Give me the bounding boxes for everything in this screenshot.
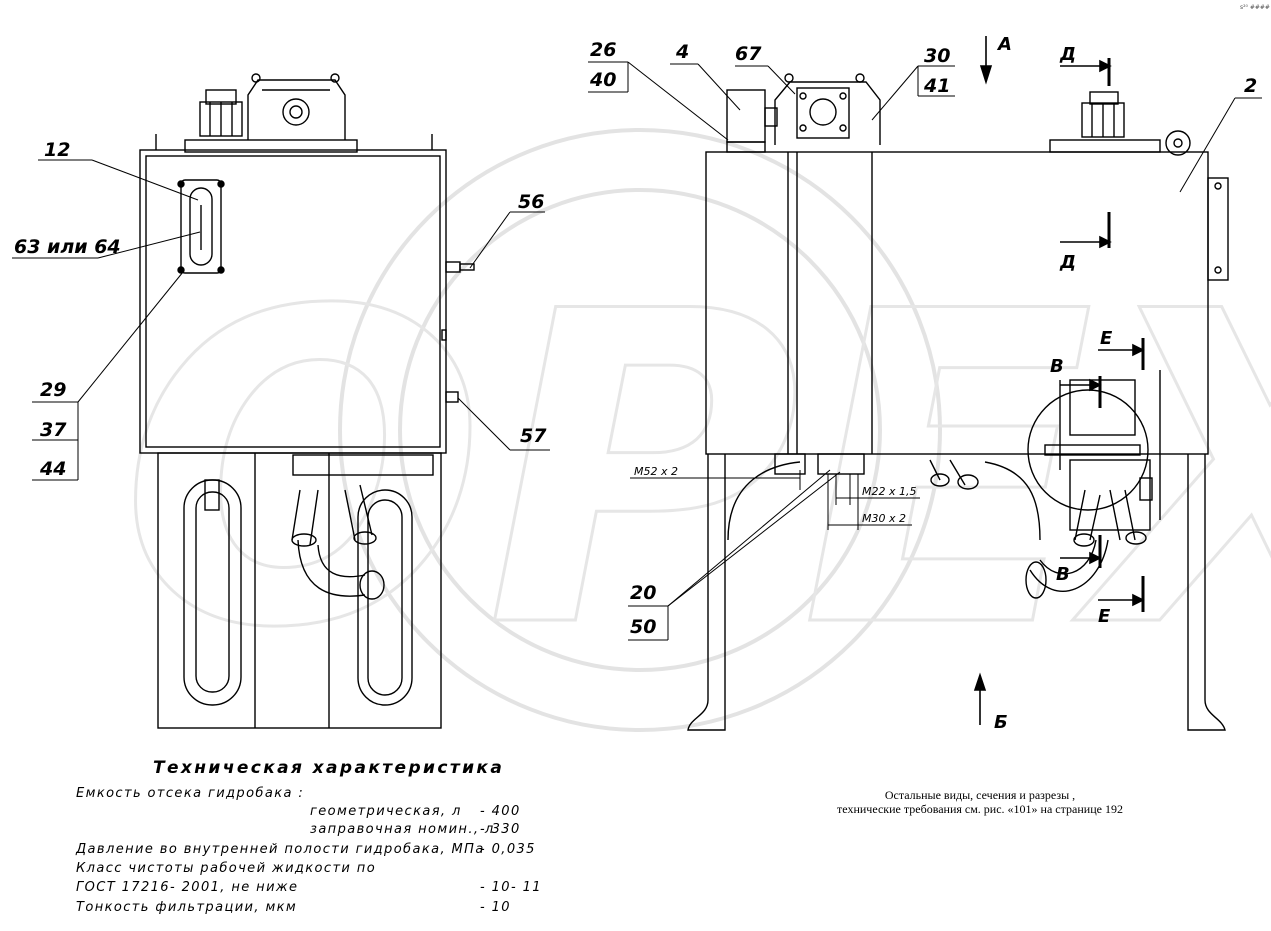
- spec-fill-label: заправочная номин., л: [310, 822, 495, 837]
- spec-pressure-value: - 0,035: [480, 842, 536, 857]
- callout-29: 29: [40, 379, 66, 401]
- callout-63-64: 63 или 64: [14, 236, 121, 258]
- callout-26: 26: [590, 39, 616, 61]
- corner-mark: s²⁰ ####: [1240, 4, 1270, 11]
- watermark-text: OPEX: [120, 222, 1271, 722]
- section-label-d-top: Д: [1059, 44, 1076, 65]
- dim-m52: M52 x 2: [634, 465, 678, 478]
- spec-geometric-label: геометрическая, л: [310, 804, 462, 819]
- left-view: [139, 73, 475, 729]
- section-markers: [973, 36, 1145, 725]
- spec-title: Техническая характеристика: [153, 758, 505, 778]
- callout-30: 30: [924, 45, 950, 67]
- callout-37: 37: [40, 419, 67, 441]
- dim-m22: M22 x 1,5: [862, 485, 916, 498]
- callout-2: 2: [1244, 75, 1257, 97]
- leader-lines: [12, 61, 1262, 641]
- callout-40: 40: [589, 69, 616, 91]
- spec-fill-value: - 330: [480, 822, 521, 837]
- note-line-2: технические требования см. рис. «101» на…: [837, 802, 1123, 816]
- callout-4: 4: [675, 41, 689, 63]
- spec-gost-label: ГОСТ 17216- 2001, не ниже: [76, 880, 299, 895]
- dim-m30: M30 x 2: [862, 512, 906, 525]
- spec-pressure-label: Давление во внутренней полости гидробака…: [76, 842, 485, 857]
- spec-filter-value: - 10: [480, 900, 511, 915]
- view-label-a: А: [996, 34, 1012, 55]
- callout-57: 57: [520, 425, 547, 447]
- callout-56: 56: [518, 191, 544, 213]
- note-line-1: Остальные виды, сечения и разрезы ,: [884, 788, 1076, 802]
- callout-12: 12: [44, 139, 70, 161]
- spec-capacity-heading: Емкость отсека гидробака :: [76, 786, 305, 801]
- view-label-b: Б: [994, 712, 1008, 733]
- callout-50: 50: [630, 616, 656, 638]
- callout-20: 20: [630, 582, 656, 604]
- watermark: OPEX: [119, 128, 1271, 732]
- section-label-v-top: В: [1050, 356, 1064, 377]
- section-label-d-bottom: Д: [1059, 252, 1076, 273]
- section-label-v-bottom: В: [1056, 564, 1070, 585]
- callout-67: 67: [735, 43, 762, 65]
- section-label-e-top: Е: [1100, 328, 1113, 349]
- right-view: [687, 73, 1229, 731]
- spec-filter-label: Тонкость фильтрации, мкм: [76, 900, 298, 915]
- section-label-e-bottom: Е: [1098, 606, 1111, 627]
- callout-41: 41: [923, 75, 950, 97]
- spec-geometric-value: - 400: [480, 804, 521, 819]
- spec-gost-value: - 10- 11: [480, 880, 542, 895]
- callout-44: 44: [39, 458, 66, 480]
- spec-purity-label: Класс чистоты рабочей жидкости по: [76, 861, 377, 876]
